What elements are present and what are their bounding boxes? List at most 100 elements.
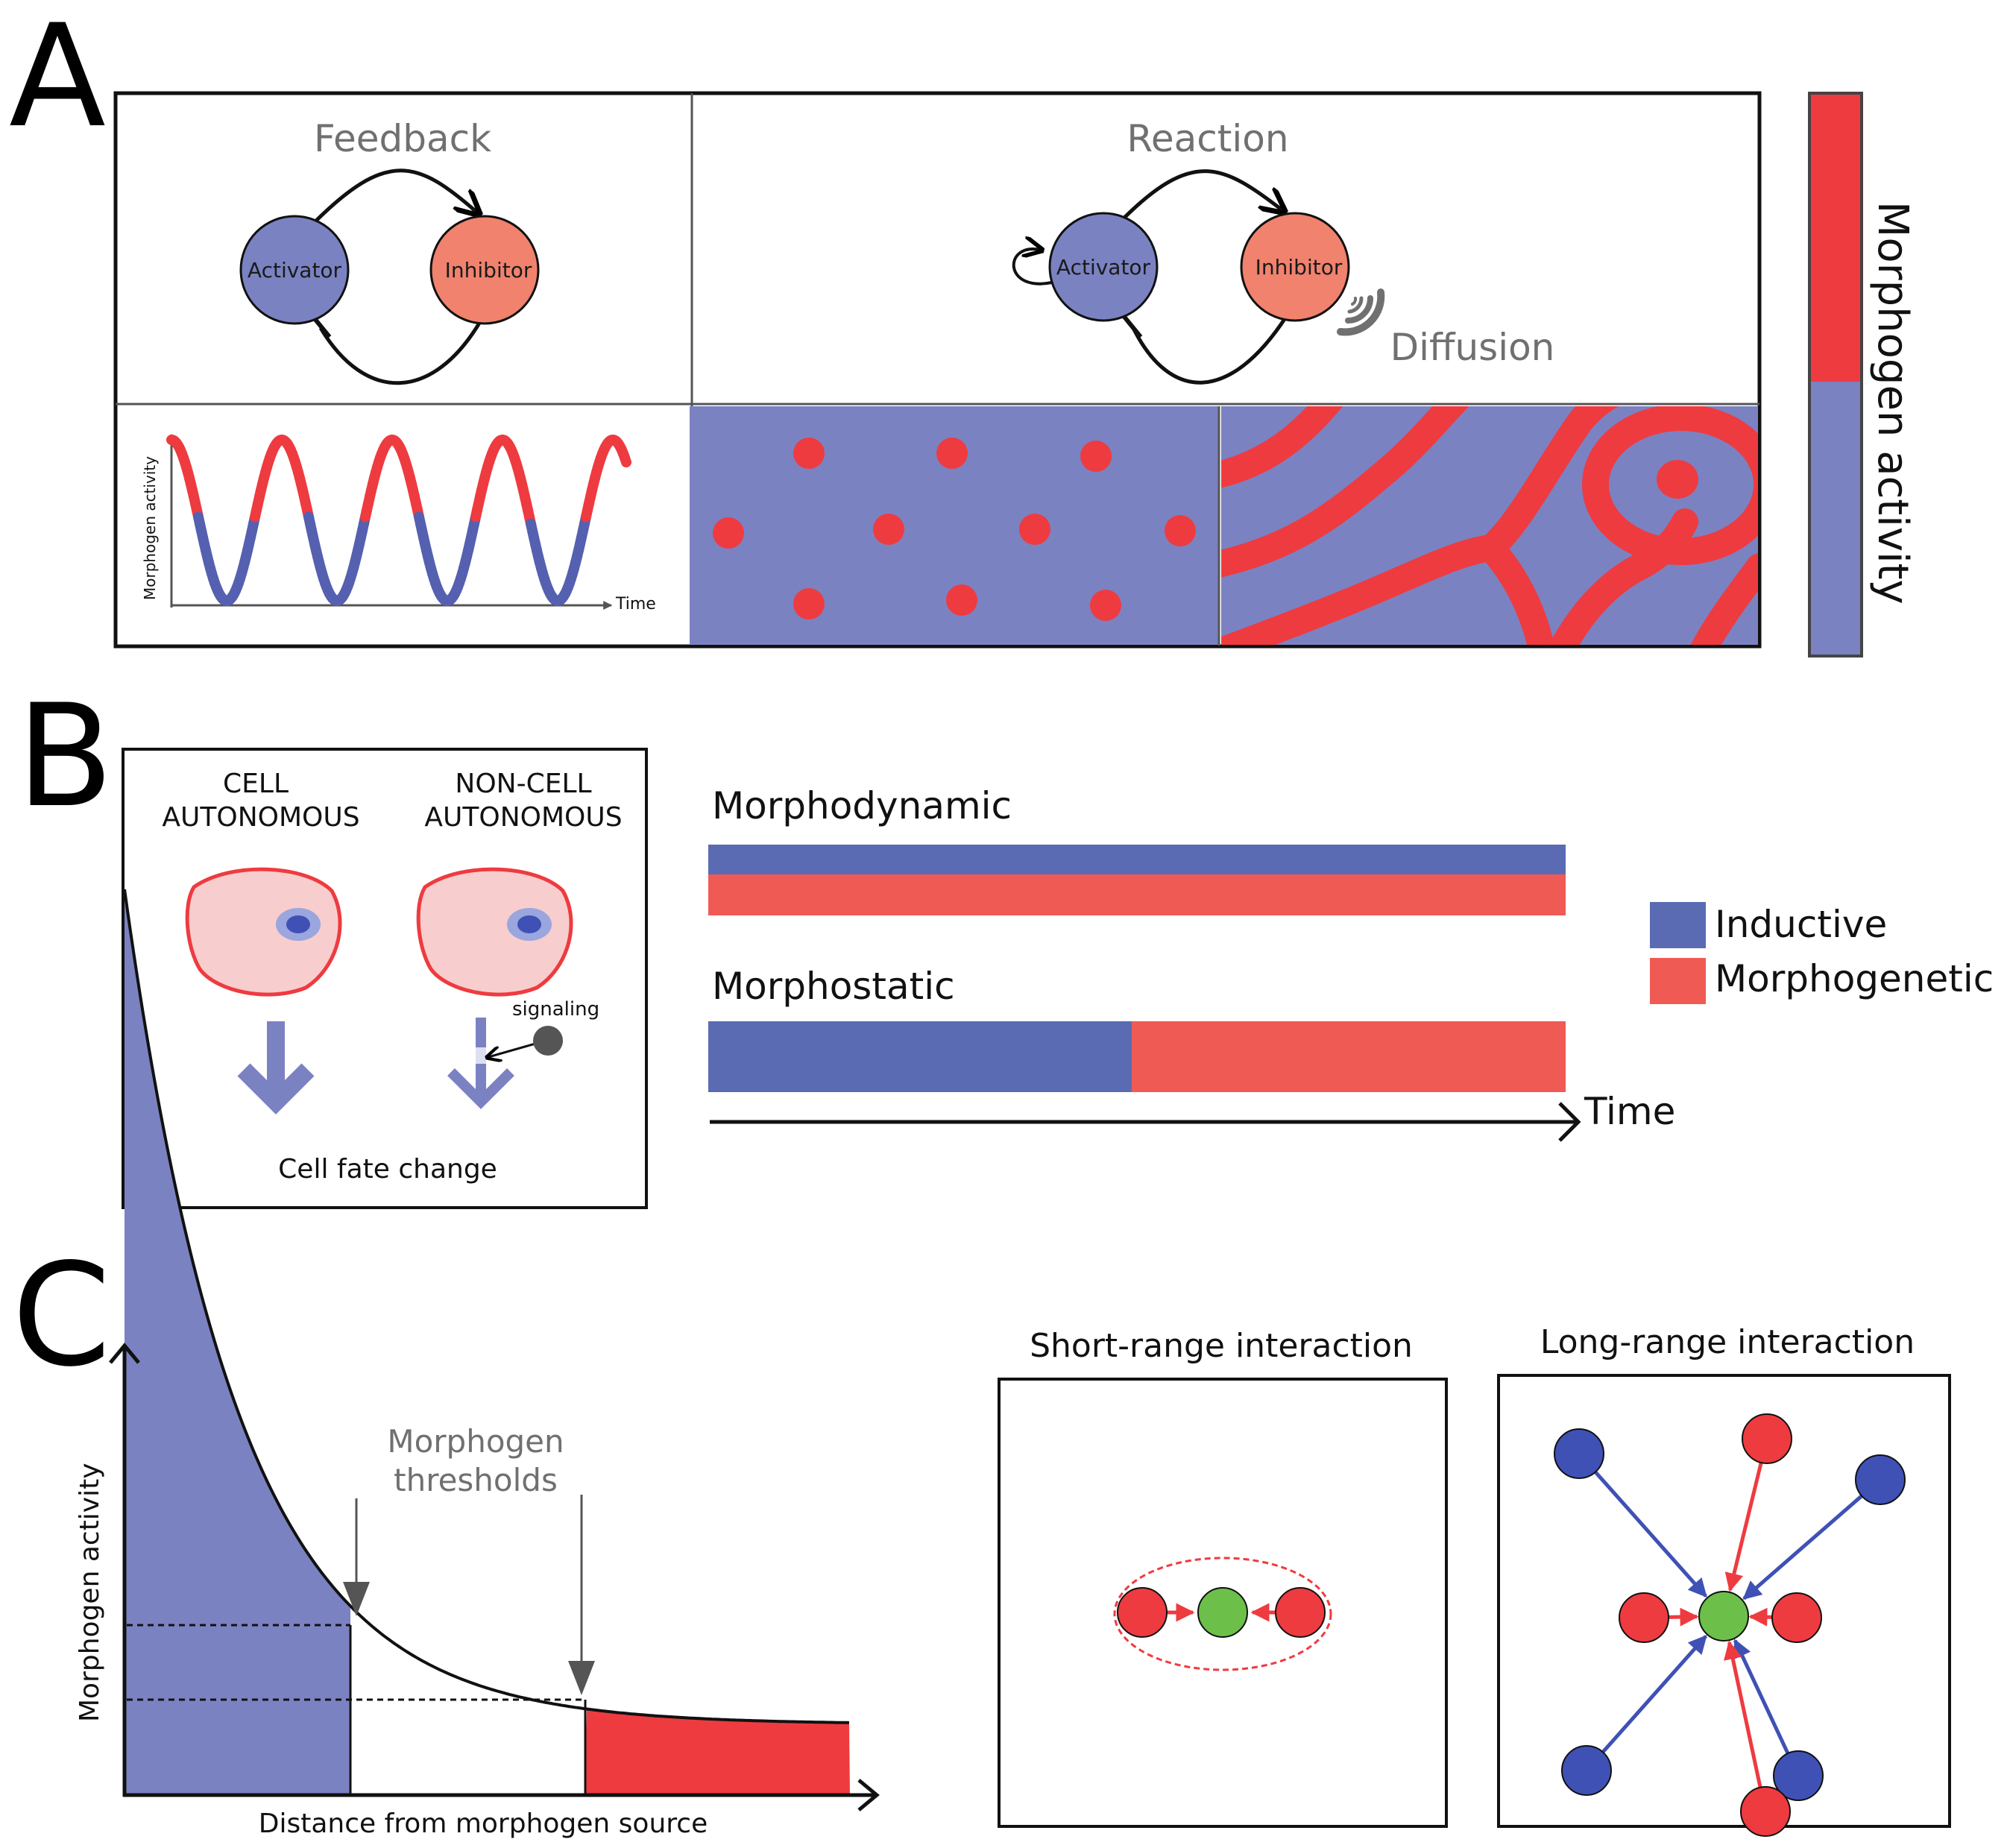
morphodynamic-inductive-bar: [708, 845, 1566, 874]
long-range-red-cell: [1619, 1592, 1669, 1643]
region-low: [585, 1709, 850, 1795]
long-range-title: Long-range interaction: [1540, 1323, 1915, 1361]
time-label: Time: [1584, 1090, 1675, 1133]
time-axis-head: [1558, 1102, 1581, 1142]
long-range-red-cell: [1742, 1413, 1792, 1464]
morphostatic-morphogenetic-bar: [1132, 1021, 1566, 1092]
short-range-box: [998, 1378, 1448, 1828]
cell-autonomous-nucleus: [286, 915, 310, 933]
feedback-title: Feedback: [314, 117, 491, 160]
short-range-title: Short-range interaction: [1030, 1327, 1413, 1365]
long-range-red-cell: [1771, 1592, 1822, 1643]
timeline-bars: Morphodynamic Morphostatic Time: [708, 784, 1675, 1142]
cell-autonomous-group: CELL AUTONOMOUS: [162, 769, 360, 1114]
reaction-activator-node: [1048, 212, 1159, 322]
cell-mode-box: [122, 748, 648, 1209]
feedback-inhibitor-label: Inhibitor: [445, 258, 532, 283]
diffusion-icon: [1337, 288, 1385, 336]
feedback-activator-node: [239, 215, 350, 325]
legend-inductive-swatch: [1650, 902, 1706, 948]
cell-fate-label: Cell fate change: [278, 1154, 497, 1185]
cell-autonomous-cell: [185, 867, 342, 997]
reaction-diagram: Reaction Activator Inhibitor Diffusion: [1012, 117, 1555, 385]
self-activation-loop: [1012, 249, 1056, 286]
legend-morphogenetic-label: Morphogenetic: [1715, 957, 1994, 1000]
long-target-cell: [1698, 1591, 1749, 1642]
legend-morphogenetic-swatch: [1650, 958, 1706, 1004]
reaction-inhibition-arc: [1131, 315, 1288, 385]
oscillation-plot: Morphogen activity Time: [141, 433, 656, 614]
signaling-arrow: [488, 1041, 541, 1057]
long-range-arrow: [1724, 1462, 1763, 1592]
diffusion-label: Diffusion: [1390, 326, 1555, 369]
morphostatic-inductive-bar: [708, 1021, 1132, 1092]
short-target-cell: [1197, 1587, 1248, 1638]
signaling-label: signaling: [512, 998, 599, 1021]
feedback-activator-label: Activator: [248, 258, 342, 283]
scale-bar-label: Morphogen activity: [1868, 201, 1917, 605]
signaling-receptor: [476, 1047, 486, 1064]
signaling-molecule: [533, 1026, 563, 1056]
decay-curve: [123, 889, 850, 1724]
gradient-xlabel: Distance from morphogen source: [259, 1808, 708, 1839]
long-range-red-cell: [1740, 1786, 1791, 1837]
gradient-plot: Morphogen thresholds Morphogen activity …: [75, 889, 880, 1839]
short-right-neighbor: [1275, 1587, 1326, 1638]
panel-a-frame: [113, 91, 1762, 649]
legend-inductive-label: Inductive: [1715, 903, 1887, 946]
long-range-arrow: [1594, 1470, 1707, 1598]
long-range-blue-cell: [1855, 1454, 1906, 1505]
cell-autonomous-arrow: [237, 1021, 315, 1114]
cell-autonomous-line2: AUTONOMOUS: [162, 802, 359, 833]
feedback-inhibitor-node: [429, 215, 540, 325]
feedback-inhibition-arc: [318, 319, 483, 385]
non-cell-autonomous-line1: NON-CELL: [455, 769, 591, 799]
oscillation-ylabel: Morphogen activity: [141, 456, 159, 600]
panel-b-letter: B: [16, 674, 113, 839]
interaction-range-ellipse: [1113, 1557, 1332, 1671]
morphodynamic-label: Morphodynamic: [712, 784, 1012, 827]
long-range-arrow: [1733, 1639, 1790, 1755]
gradient-ylabel: Morphogen activity: [75, 1463, 105, 1722]
reaction-inhibitor-node: [1240, 212, 1350, 322]
panel-c-letter: C: [12, 1233, 111, 1398]
panel-a-letter: A: [9, 0, 106, 159]
long-range-arrow: [1601, 1635, 1707, 1753]
spots-pattern: [690, 406, 1219, 645]
oscillation-wave: [166, 435, 631, 606]
morphodynamic-morphogenetic-bar: [708, 874, 1566, 915]
feedback-diagram: Feedback Activator Inhibitor: [239, 117, 540, 385]
long-range-arrow: [1668, 1607, 1699, 1627]
reaction-activator-label: Activator: [1056, 255, 1151, 280]
long-range-blue-cell: [1561, 1745, 1612, 1796]
non-cell-autonomous-nucleus: [517, 915, 541, 933]
short-left-neighbor: [1117, 1587, 1168, 1638]
long-range-cells: [1554, 1413, 1906, 1837]
threshold-arrow-1-head: [343, 1582, 370, 1616]
reaction-activation-arrow: [1121, 169, 1282, 221]
thresholds-label-line2: thresholds: [394, 1462, 558, 1498]
threshold-arrow-2-head: [568, 1661, 595, 1695]
morphostatic-label: Morphostatic: [712, 965, 955, 1008]
cell-autonomous-line1: CELL: [223, 769, 289, 799]
wave-segment: [620, 452, 631, 468]
long-range-box: [1497, 1374, 1951, 1828]
gradient-x-axis-head: [857, 1779, 880, 1811]
oscillation-xlabel: Time: [615, 595, 656, 614]
thresholds-label-line1: Morphogen: [387, 1423, 564, 1460]
non-cell-autonomous-cell: [416, 867, 573, 997]
region-high: [125, 889, 350, 1795]
feedback-activation-arrow: [312, 168, 477, 225]
reaction-inhibition-bar: [1122, 315, 1143, 338]
long-range-interaction: Long-range interaction: [1497, 1323, 1951, 1837]
gradient-y-axis-head: [109, 1343, 140, 1364]
long-range-arrow: [1742, 1494, 1863, 1601]
reaction-inhibitor-label: Inhibitor: [1255, 255, 1343, 280]
legend: Inductive Morphogenetic: [1650, 902, 1994, 1004]
short-range-interaction: Short-range interaction: [998, 1327, 1448, 1828]
reaction-title: Reaction: [1127, 117, 1288, 160]
morphogen-scale-bar: Morphogen activity: [1808, 92, 1917, 657]
long-range-blue-cell: [1773, 1750, 1824, 1801]
non-cell-autonomous-line2: AUTONOMOUS: [424, 802, 622, 833]
